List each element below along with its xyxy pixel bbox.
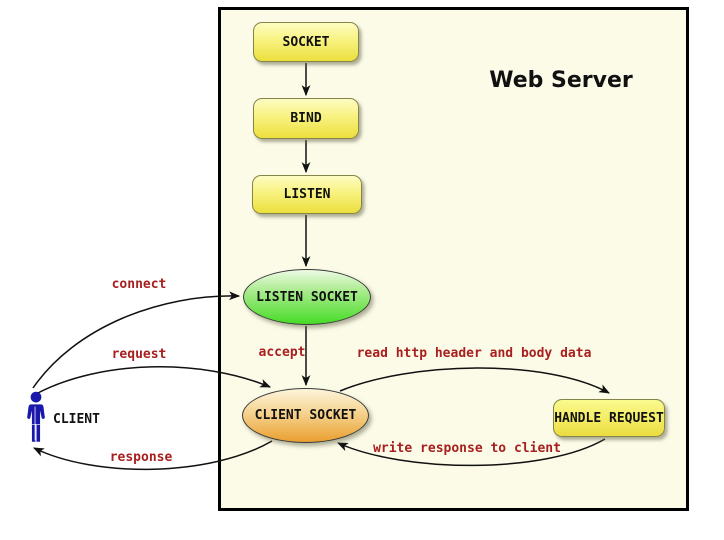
- arrow-connect: [32, 291, 241, 389]
- node-listen-socket-label: LISTEN SOCKET: [256, 289, 358, 305]
- edge-label-accept: accept: [258, 345, 306, 360]
- edge-label-request: request: [111, 347, 167, 362]
- edge-label-response: response: [109, 450, 173, 465]
- diagram-title: Web Server: [489, 68, 633, 93]
- node-socket-label: SOCKET: [282, 34, 330, 50]
- node-bind-label: BIND: [290, 111, 322, 126]
- node-handle-request-label: HANDLE REQUEST: [554, 410, 664, 426]
- node-handle-request: HANDLE REQUEST: [553, 399, 665, 437]
- edge-label-connect: connect: [111, 277, 167, 292]
- node-listen-label: LISTEN: [283, 187, 331, 202]
- edge-label-write-response: write response to client: [373, 441, 561, 456]
- client-person-icon: [27, 391, 45, 442]
- node-client-socket-label: CLIENT SOCKET: [254, 408, 357, 423]
- client-label: CLIENT: [53, 412, 100, 427]
- node-socket: SOCKET: [253, 22, 359, 62]
- node-listen: LISTEN: [252, 175, 362, 214]
- node-client-socket: CLIENT SOCKET: [242, 388, 369, 443]
- edge-label-read-http-header: read http header and body data: [356, 346, 592, 361]
- node-listen-socket: LISTEN SOCKET: [243, 269, 371, 325]
- node-bind: BIND: [253, 98, 359, 139]
